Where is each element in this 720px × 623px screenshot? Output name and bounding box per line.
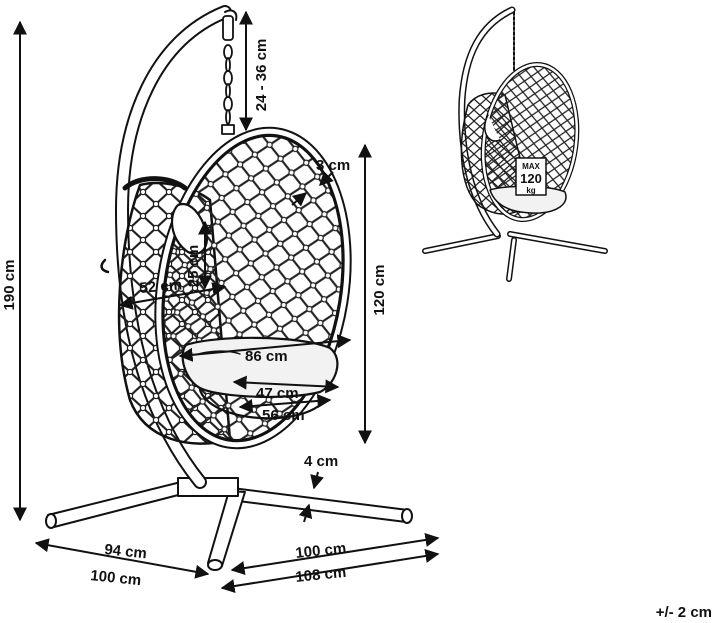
label-base-right-inner: 100 cm	[295, 540, 347, 562]
label-base-right-outer: 108 cm	[295, 564, 347, 586]
tolerance-note: +/- 2 cm	[655, 604, 712, 621]
dim-line-leg-tube	[310, 471, 324, 490]
small-base-stand	[422, 231, 608, 282]
label-total-height: 190 cm	[1, 260, 18, 311]
label-inner-depth: 52 cm	[139, 276, 183, 297]
label-seat-height: 120 cm	[371, 265, 388, 316]
dim-line-base-right-outer	[220, 549, 440, 593]
label-cushion-width: 47 cm	[256, 385, 299, 402]
dim-line-leg-tube-2	[298, 503, 313, 523]
label-back-height: 25 cm	[185, 245, 202, 288]
label-leg-tube: 4 cm	[304, 453, 338, 470]
label-chain: 24 - 36 cm	[253, 39, 270, 112]
dim-line-frame-tube-2	[291, 192, 308, 207]
label-base-left-outer: 100 cm	[90, 567, 142, 589]
label-seat-width: 56 cm	[262, 407, 305, 424]
dim-line-seat-width	[238, 393, 332, 414]
badge-120: 120	[520, 171, 542, 186]
dimension-labels: 190 cm 24 - 36 cm 120 cm 3 cm 25 cm 52 c…	[1, 39, 388, 590]
badge-kg: kg	[526, 186, 535, 195]
max-load-badge: MAX 120 kg	[515, 157, 547, 196]
dim-line-cushion-width	[232, 375, 340, 394]
dim-line-frame-tube	[319, 171, 334, 186]
dim-line-basket-width	[178, 334, 352, 362]
dim-line-inner-depth	[118, 282, 227, 310]
badge-max: MAX	[522, 162, 540, 171]
label-base-left-inner: 94 cm	[104, 541, 148, 562]
dimension-lines	[13, 10, 440, 593]
chain	[221, 15, 235, 135]
label-frame-tube: 3 cm	[316, 157, 350, 174]
main-chair-illustration	[45, 5, 413, 571]
small-chair-illustration: MAX 120 kg	[422, 6, 608, 282]
small-egg-basket	[460, 61, 580, 223]
label-basket-width: 86 cm	[245, 348, 288, 365]
dim-line-base-left-inner	[34, 538, 210, 579]
base-stand	[45, 477, 413, 571]
